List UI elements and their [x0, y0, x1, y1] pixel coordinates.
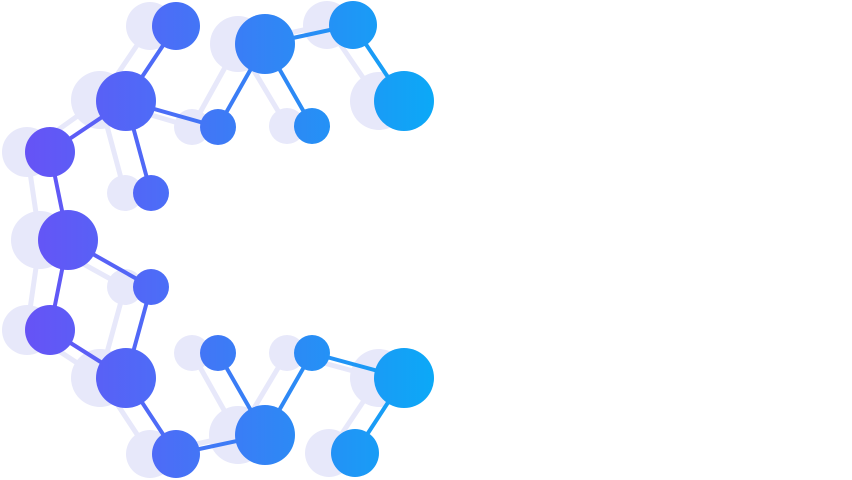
atom-node [235, 405, 295, 465]
atom-node [133, 269, 169, 305]
atom-node [200, 335, 236, 371]
atom-node [25, 305, 75, 355]
atom-node [374, 71, 434, 131]
atom-node [235, 14, 295, 74]
atom-nodes [25, 1, 434, 478]
atom-node [38, 210, 98, 270]
atom-node [200, 109, 236, 145]
atom-node [25, 127, 75, 177]
atom-node [294, 108, 330, 144]
atom-node [329, 1, 377, 49]
atom-node [152, 2, 200, 50]
atom-node [133, 175, 169, 211]
atom-node [96, 71, 156, 131]
atom-node [96, 348, 156, 408]
atom-node [152, 430, 200, 478]
atom-node [331, 429, 379, 477]
atom-node [294, 335, 330, 371]
atom-node [374, 348, 434, 408]
